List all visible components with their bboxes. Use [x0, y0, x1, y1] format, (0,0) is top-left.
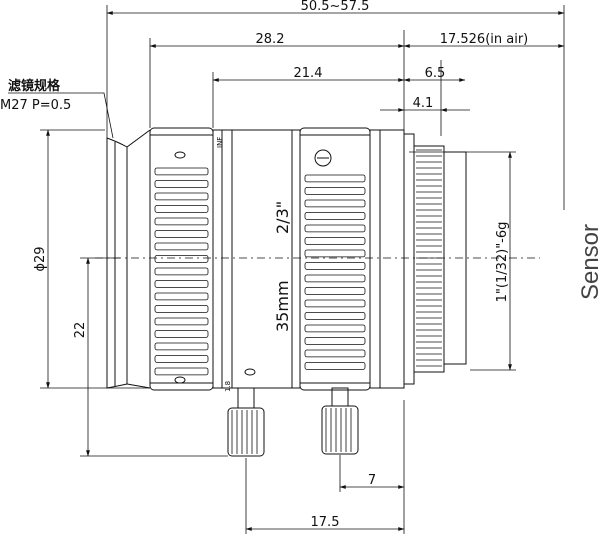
screw-spacing-label: 7 — [368, 473, 376, 488]
center-height-label: 22 — [73, 322, 88, 339]
body-length-label: 21.4 — [294, 66, 323, 81]
dimension-lines — [8, 11, 565, 531]
focus-scale-label: INF — [216, 137, 224, 148]
mount-rear-tube — [443, 151, 467, 365]
diameter-label: ϕ29 — [33, 246, 48, 271]
mount-thread-lines — [416, 149, 442, 367]
mount-flange — [403, 133, 415, 385]
screw-to-sensor-label: 17.5 — [311, 515, 340, 530]
lock-screw-left-knob — [227, 407, 265, 457]
middle-index-dot — [244, 368, 256, 376]
format-label: 2/3" — [273, 201, 292, 234]
filter-spec-title: 滤镜规格 — [8, 78, 61, 94]
thread-length-label: 4.1 — [413, 96, 434, 111]
total-length-label: 50.5~57.5 — [301, 0, 370, 14]
sensor-label: Sensor — [577, 224, 600, 300]
rear-knurled-ring — [299, 127, 371, 391]
front-rear-dot — [174, 376, 186, 384]
lock-screws — [227, 387, 359, 457]
iris-scale-label: 1.8 — [224, 381, 232, 392]
flange-back-label: 17.526(in air) — [440, 32, 529, 47]
filter-spec: 滤镜规格 M27 P=0.5 — [0, 78, 71, 113]
middle-barrel — [212, 129, 301, 389]
lens-body — [106, 127, 467, 391]
mount-thread-label: 1"(1/32)"-6g — [495, 222, 510, 303]
lock-screw-head — [314, 149, 332, 167]
lock-screw-left-stem — [237, 387, 255, 409]
extension-lines — [40, 5, 565, 534]
lock-screw-right-knob — [321, 405, 359, 455]
rear-barrel — [369, 129, 405, 389]
filter-thread-front — [106, 137, 128, 389]
filter-spec-thread: M27 P=0.5 — [0, 98, 71, 113]
dimension-labels: 50.5~57.5 28.2 17.526(in air) 21.4 6.5 4… — [33, 0, 528, 530]
mount-length-label: 6.5 — [425, 66, 446, 81]
lens-markings: INF 1.8 2/3" 35mm — [216, 137, 292, 392]
focal-length-label: 35mm — [273, 280, 292, 332]
front-index-dot — [174, 151, 186, 159]
filter-leader-line — [8, 92, 114, 139]
front-ring-knurl — [154, 167, 209, 376]
length-to-mount-label: 28.2 — [256, 32, 285, 47]
rear-ring-knurl — [304, 174, 366, 370]
front-knurled-ring — [149, 127, 214, 391]
lock-screw-right-stem — [331, 387, 349, 407]
